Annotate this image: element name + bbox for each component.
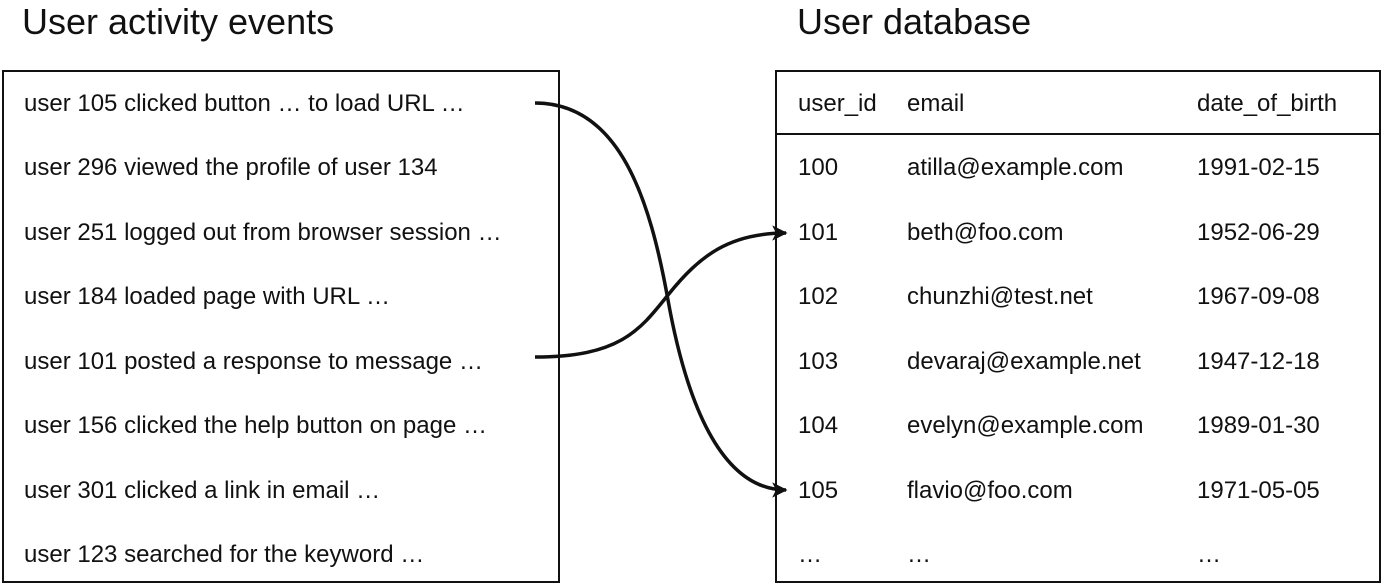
cell-email: atilla@example.com [907, 154, 1124, 181]
header-divider [777, 133, 1379, 135]
cell-email: evelyn@example.com [907, 412, 1144, 439]
user-activity-events-title: User activity events [22, 1, 335, 42]
cell-date-of-birth: 1952-06-29 [1197, 219, 1320, 246]
event-item: user 251 logged out from browser session… [24, 219, 502, 246]
cell-email: … [907, 541, 931, 568]
event-item: user 296 viewed the profile of user 134 [24, 154, 438, 181]
cell-user-id: 105 [798, 477, 839, 504]
cell-email: devaraj@example.net [907, 348, 1141, 375]
column-header-user-id: user_id [798, 90, 877, 117]
arrow-event-user-101-to-row-101 [534, 225, 788, 359]
event-item: user 105 clicked button … to load URL … [24, 90, 465, 117]
column-header-email: email [907, 90, 965, 117]
cell-email: beth@foo.com [907, 219, 1064, 246]
user-database-table: user_id email date_of_birth 100 atilla@e… [775, 70, 1381, 583]
event-item: user 101 posted a response to message … [24, 348, 483, 375]
cell-date-of-birth: 1947-12-18 [1197, 348, 1320, 375]
event-item: user 123 searched for the keyword … [24, 541, 425, 568]
cell-user-id: 104 [798, 412, 839, 439]
user-database-title: User database [797, 1, 1032, 42]
cell-email: chunzhi@test.net [907, 283, 1093, 310]
cell-date-of-birth: 1971-05-05 [1197, 477, 1320, 504]
cell-email: flavio@foo.com [907, 477, 1073, 504]
cell-user-id: 101 [798, 219, 839, 246]
cell-date-of-birth: 1989-01-30 [1197, 412, 1320, 439]
cell-date-of-birth: … [1197, 541, 1221, 568]
cell-user-id: … [798, 541, 822, 568]
cell-user-id: 100 [798, 154, 839, 181]
event-item: user 301 clicked a link in email … [24, 477, 381, 504]
event-item: user 184 loaded page with URL … [24, 283, 390, 310]
event-item: user 156 clicked the help button on page… [24, 412, 487, 439]
user-activity-events-list: user 105 clicked button … to load URL … … [2, 70, 560, 583]
column-header-date-of-birth: date_of_birth [1197, 90, 1338, 117]
cell-user-id: 102 [798, 283, 839, 310]
cell-date-of-birth: 1967-09-08 [1197, 283, 1320, 310]
arrow-event-user-105-to-row-105 [534, 101, 788, 498]
cell-date-of-birth: 1991-02-15 [1197, 154, 1320, 181]
cell-user-id: 103 [798, 348, 839, 375]
